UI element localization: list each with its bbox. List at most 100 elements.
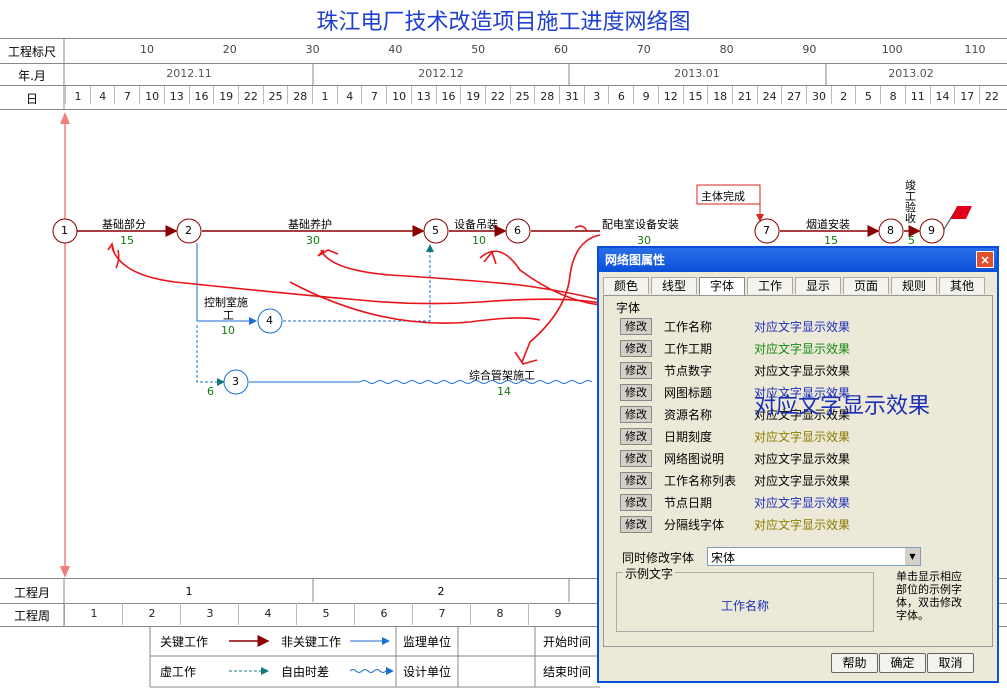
dialog-titlebar[interactable]: 网络图属性 × bbox=[599, 248, 997, 272]
node-6[interactable] bbox=[505, 218, 531, 244]
font-item-name: 工作名称 bbox=[664, 320, 713, 334]
modify-button[interactable]: 修改 bbox=[620, 516, 652, 533]
activity-name-a89: 竣工验收 bbox=[905, 179, 916, 225]
font-select[interactable]: 宋体 ▼ bbox=[707, 547, 921, 566]
day-tick: 19 bbox=[213, 86, 238, 104]
node-7[interactable] bbox=[754, 218, 780, 244]
font-row: 修改工作名称 对应文字显示效果 bbox=[620, 318, 980, 335]
week-tick: 4 bbox=[238, 603, 297, 625]
legend-noncritical: 非关键工作 bbox=[281, 635, 342, 649]
footer-month-row: 工程月 1 2 bbox=[0, 578, 1007, 604]
font-row: 修改网络图说明 对应文字显示效果 bbox=[620, 450, 980, 467]
day-tick: 13 bbox=[410, 86, 436, 104]
week-tick: 8 bbox=[470, 603, 529, 625]
day-tick: 22 bbox=[484, 86, 510, 104]
modify-button[interactable]: 修改 bbox=[620, 472, 652, 489]
day-tick: 5 bbox=[855, 86, 880, 104]
font-item-name: 日期刻度 bbox=[664, 430, 713, 444]
day-tick: 12 bbox=[657, 86, 683, 104]
node-3[interactable] bbox=[223, 369, 249, 395]
font-item-name: 网络图说明 bbox=[664, 452, 725, 466]
font-item-sample[interactable]: 对应文字显示效果 bbox=[754, 518, 851, 532]
day-tick: 18 bbox=[707, 86, 732, 104]
activity-days-a89: 5 bbox=[908, 234, 915, 247]
modify-button[interactable]: 修改 bbox=[620, 340, 652, 357]
day-tick: 4 bbox=[336, 86, 362, 104]
modify-button[interactable]: 修改 bbox=[620, 384, 652, 401]
scale-tick: 50 bbox=[471, 43, 486, 56]
day-tick: 8 bbox=[880, 86, 905, 104]
font-item-name: 工作工期 bbox=[664, 342, 713, 356]
node-number: 4 bbox=[266, 314, 273, 327]
font-panel: 字体 修改工作名称对应文字显示效果修改工作工期对应文字显示效果修改节点数字对应文… bbox=[603, 295, 993, 647]
chart-title: 珠江电厂技术改造项目施工进度网络图 bbox=[316, 10, 691, 35]
modify-button[interactable]: 修改 bbox=[620, 406, 652, 423]
font-group-label: 字体 bbox=[616, 301, 641, 315]
node-2[interactable] bbox=[176, 218, 202, 244]
scale-tick: 40 bbox=[388, 43, 403, 56]
month-tick: 2012.11 bbox=[166, 67, 212, 80]
font-item-sample[interactable]: 对应文字显示效果 bbox=[754, 496, 851, 510]
font-item-sample[interactable]: 对应文字显示效果 bbox=[754, 386, 851, 400]
font-item-sample[interactable]: 对应文字显示效果 bbox=[754, 364, 851, 378]
example-text[interactable]: 工作名称 bbox=[721, 599, 770, 613]
font-item-sample[interactable]: 对应文字显示效果 bbox=[754, 430, 851, 444]
week-tick: 9 bbox=[528, 603, 587, 625]
tab-color[interactable]: 颜色 bbox=[603, 277, 649, 294]
tab-other[interactable]: 其他 bbox=[939, 277, 985, 294]
chevron-down-icon[interactable]: ▼ bbox=[905, 548, 920, 565]
tab-font[interactable]: 字体 bbox=[699, 277, 745, 296]
node-4[interactable] bbox=[257, 308, 283, 334]
tab-linetype[interactable]: 线型 bbox=[651, 277, 697, 294]
font-row: 修改节点日期对应文字显示效果 bbox=[620, 494, 980, 511]
scale-tick: 30 bbox=[305, 43, 320, 56]
node-5[interactable] bbox=[423, 218, 449, 244]
day-tick: 3 bbox=[583, 86, 609, 104]
activity-days-a25: 30 bbox=[306, 234, 320, 247]
font-item-sample[interactable]: 对应文字显示效果 bbox=[754, 342, 851, 356]
node-9[interactable] bbox=[919, 218, 945, 244]
font-item-name: 工作名称列表 bbox=[664, 474, 737, 488]
scale-tick: 10 bbox=[140, 43, 154, 56]
legend-end: 结束时间 bbox=[543, 665, 592, 679]
day-tick: 1 bbox=[312, 86, 337, 104]
font-item-sample[interactable]: 对应文字显示效果 bbox=[754, 474, 851, 488]
font-row: 修改日期刻度 对应文字显示效果 bbox=[620, 428, 980, 445]
node-8[interactable] bbox=[878, 218, 904, 244]
day-tick: 13 bbox=[163, 86, 189, 104]
font-item-sample[interactable]: 对应文字显示效果 bbox=[754, 320, 851, 334]
font-row: 修改资源名称对应文字显示效果 bbox=[620, 406, 980, 423]
ok-button[interactable]: 确定 bbox=[879, 653, 926, 673]
scale-tick: 100 bbox=[881, 43, 903, 56]
footer-month-1: 1 bbox=[185, 585, 193, 598]
tab-work[interactable]: 工作 bbox=[747, 277, 793, 294]
activity-days-a23: 6 bbox=[207, 385, 214, 398]
day-tick: 14 bbox=[929, 86, 955, 104]
modify-button[interactable]: 修改 bbox=[620, 362, 652, 379]
tab-page[interactable]: 页面 bbox=[843, 277, 889, 294]
font-item-sample[interactable]: 对应文字显示效果 bbox=[754, 452, 851, 466]
dialog-title: 网络图属性 bbox=[605, 253, 666, 267]
font-item-sample[interactable]: 对应文字显示效果 bbox=[754, 408, 851, 422]
modify-button[interactable]: 修改 bbox=[620, 494, 652, 511]
day-tick: 1 bbox=[65, 86, 90, 104]
font-row: 修改工作工期 对应文字显示效果 bbox=[620, 340, 980, 357]
cancel-button[interactable]: 取消 bbox=[927, 653, 974, 673]
activity-name-a3x: 综合管架施工 bbox=[469, 369, 535, 382]
week-tick: 3 bbox=[180, 603, 239, 625]
modify-button[interactable]: 修改 bbox=[620, 318, 652, 335]
tab-display[interactable]: 显示 bbox=[795, 277, 841, 294]
node-number: 5 bbox=[432, 224, 439, 237]
modify-button[interactable]: 修改 bbox=[620, 428, 652, 445]
help-button[interactable]: 帮助 bbox=[831, 653, 878, 673]
tab-rules[interactable]: 规则 bbox=[891, 277, 937, 294]
node-1[interactable] bbox=[52, 218, 78, 244]
close-icon[interactable]: × bbox=[976, 251, 994, 268]
node-number: 7 bbox=[763, 224, 770, 237]
week-tick: 1 bbox=[64, 603, 123, 625]
modify-button[interactable]: 修改 bbox=[620, 450, 652, 467]
footer-month-label: 工程月 bbox=[13, 586, 50, 600]
day-tick: 22 bbox=[978, 86, 1004, 104]
